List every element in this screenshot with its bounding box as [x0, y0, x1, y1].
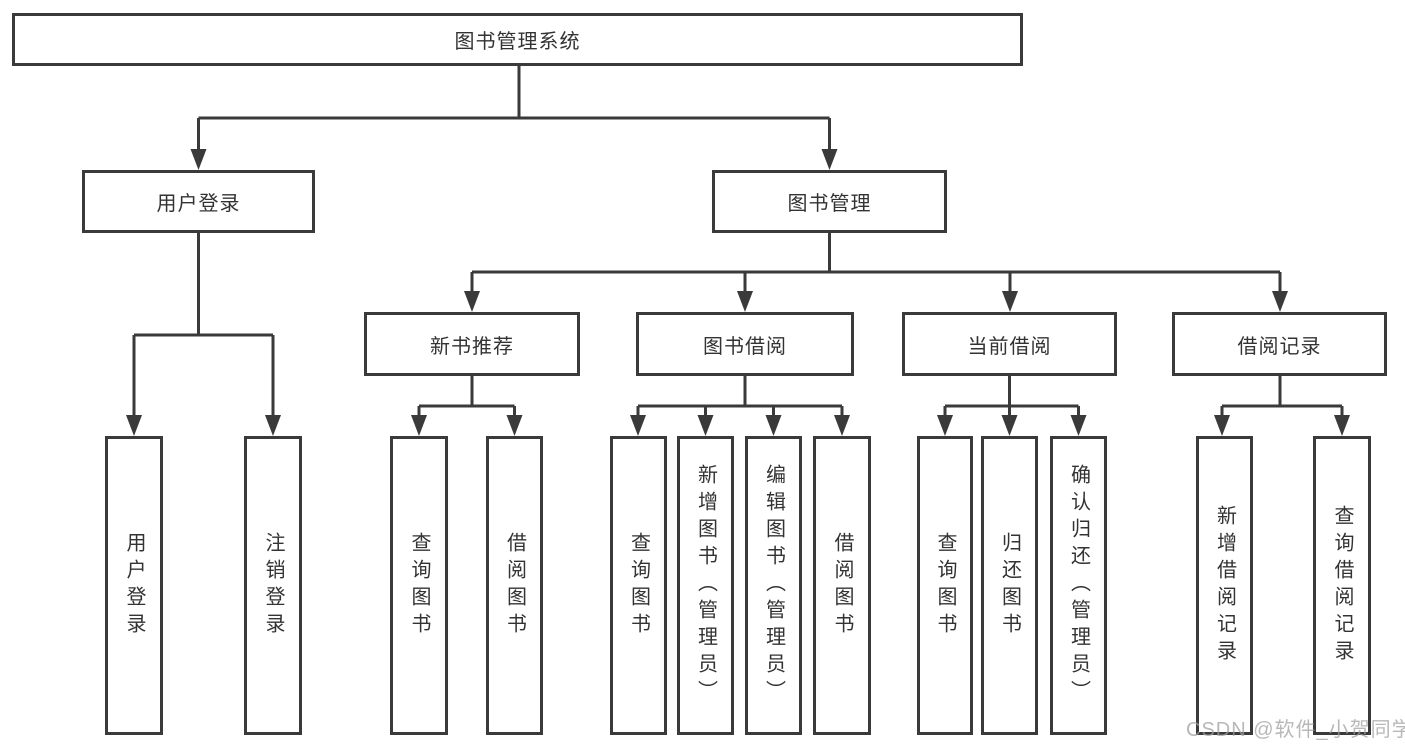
node-label: 编辑图书（管理员） [762, 464, 785, 707]
node-label: 新书推荐 [430, 335, 514, 358]
leaf-confirm-return-admin: 确认归还（管理员） [1050, 436, 1107, 735]
leaf-return-books: 归还图书 [981, 436, 1038, 735]
node-label: 注销登录 [262, 531, 284, 640]
node-label: 新增借阅记录 [1213, 504, 1236, 667]
node-label: 借阅记录 [1237, 335, 1322, 358]
node-system-root: 图书管理系统 [12, 13, 1023, 66]
leaf-borrow-books-recommend: 借阅图书 [486, 436, 543, 735]
node-label: 归还图书 [998, 531, 1021, 640]
node-book-management: 图书管理 [712, 170, 947, 233]
node-label: 借阅图书 [503, 531, 526, 640]
node-current-borrowing: 当前借阅 [902, 312, 1117, 376]
node-label: 查询图书 [627, 531, 650, 640]
node-label: 新增图书（管理员） [694, 464, 717, 707]
node-label: 用户登录 [123, 531, 145, 640]
leaf-query-books-current: 查询图书 [917, 436, 973, 735]
node-user-login: 用户登录 [82, 170, 315, 233]
node-label: 查询图书 [408, 531, 430, 640]
arrowheads [126, 149, 1350, 436]
leaf-borrow-books: 借阅图书 [813, 436, 871, 735]
node-label: 用户登录 [156, 193, 241, 215]
node-book-borrowing: 图书借阅 [636, 312, 854, 376]
leaf-logout: 注销登录 [244, 436, 302, 735]
node-label: 图书管理系统 [454, 31, 581, 53]
node-borrowing-records: 借阅记录 [1172, 312, 1387, 376]
leaf-edit-book-admin: 编辑图书（管理员） [745, 436, 802, 735]
node-label: 借阅图书 [831, 531, 853, 640]
leaf-query-books-borrow: 查询图书 [610, 436, 667, 735]
node-new-book-recommendation: 新书推荐 [364, 312, 580, 376]
node-label: 确认归还（管理员） [1067, 464, 1090, 707]
node-label: 查询借阅记录 [1331, 504, 1353, 667]
node-label: 当前借阅 [967, 335, 1052, 358]
node-label: 图书借阅 [703, 335, 787, 358]
leaf-query-books-recommend: 查询图书 [390, 436, 448, 735]
leaf-user-login: 用户登录 [105, 436, 163, 735]
csdn-watermark: CSDN @软件_小贺同学 [1186, 719, 1405, 741]
leaf-query-borrow-record: 查询借阅记录 [1313, 436, 1371, 735]
leaf-add-borrow-record: 新增借阅记录 [1196, 436, 1253, 735]
node-label: 查询图书 [934, 531, 956, 640]
node-label: 图书管理 [787, 193, 872, 215]
leaf-add-book-admin: 新增图书（管理员） [677, 436, 734, 735]
